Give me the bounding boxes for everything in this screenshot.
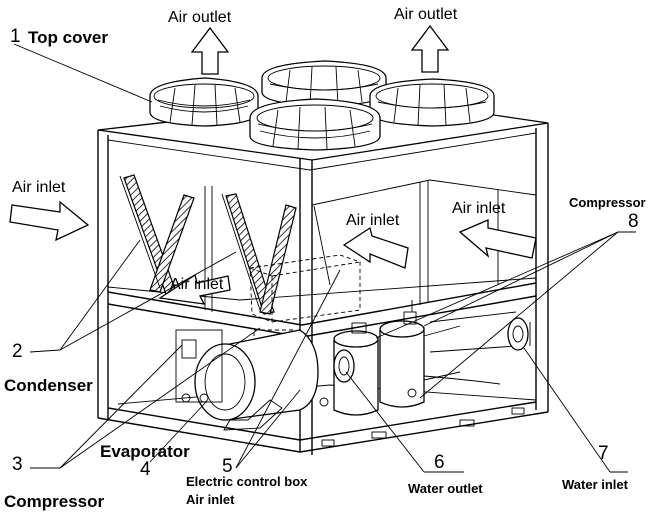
label-air-outlet-left: Air outlet: [168, 9, 232, 26]
label-num-2: 2: [12, 341, 23, 362]
label-air-inlet-center: Air inlet: [346, 212, 400, 229]
label-air-inlet-left: Air inlet: [12, 179, 66, 196]
air-inlet-arrow-right: [458, 219, 537, 259]
air-outlet-arrow-left: [190, 26, 230, 75]
water-pipe: [423, 311, 531, 385]
label-num-7: 7: [598, 443, 609, 464]
fan-left: [149, 77, 259, 127]
label-compressor-bottom: Compressor: [4, 492, 105, 511]
fan-right: [369, 78, 495, 127]
air-inlet-arrow-center: [342, 226, 409, 269]
condenser-coils: [119, 174, 297, 315]
fans: [149, 60, 495, 151]
label-air-inlet-bottom: Air inlet: [186, 492, 235, 507]
fan-front: [249, 98, 381, 151]
label-top-cover: Top cover: [28, 28, 108, 47]
air-inlet-arrow-left: [9, 200, 90, 242]
leader-lines: [13, 43, 636, 473]
label-electric-control-box: Electric control box: [186, 474, 308, 489]
label-num-4: 4: [140, 459, 151, 480]
label-compressor-top: Compressor: [569, 195, 646, 210]
air-outlet-arrow-right: [410, 24, 450, 73]
label-water-outlet: Water outlet: [408, 481, 483, 496]
label-num-6: 6: [434, 452, 445, 473]
label-air-outlet-right: Air outlet: [394, 6, 458, 23]
label-water-inlet: Water inlet: [562, 477, 628, 492]
label-num-5: 5: [222, 456, 233, 477]
compressors: [319, 300, 461, 416]
air-inlet-arrow-inner: [158, 273, 231, 305]
label-air-inlet-inner-left: Air inlet: [170, 276, 224, 293]
label-condenser: Condenser: [4, 376, 93, 395]
label-air-inlet-right: Air inlet: [452, 200, 506, 217]
evaporator: [175, 329, 319, 431]
label-num-8: 8: [628, 211, 639, 232]
label-num-1: 1: [10, 26, 21, 47]
label-evaporator: Evaporator: [100, 442, 190, 461]
rear-panel-edge: [311, 179, 537, 206]
label-num-3: 3: [12, 454, 23, 475]
